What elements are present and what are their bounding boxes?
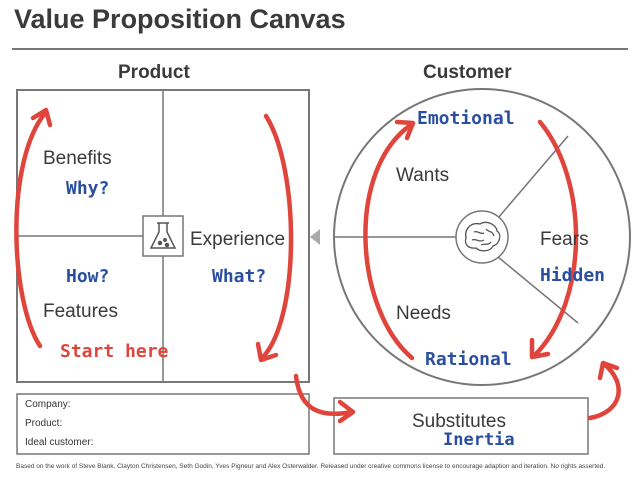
inertia-annotation: Inertia xyxy=(443,430,515,450)
company-field-label: Company: xyxy=(25,399,71,410)
product-field-label: Product: xyxy=(25,418,63,429)
experience-label: Experience xyxy=(190,229,286,250)
customer-header: Customer xyxy=(423,62,512,83)
fit-arrow xyxy=(310,229,320,245)
substitutes-arrow-out xyxy=(587,361,621,421)
page-title: Value Proposition Canvas xyxy=(14,4,346,34)
title-divider xyxy=(12,48,628,50)
product-left-arrowhead xyxy=(30,107,53,128)
needs-label: Needs xyxy=(396,303,451,324)
substitutes-arrow-out-head xyxy=(597,360,620,381)
hidden-annotation: Hidden xyxy=(540,265,606,286)
wants-label: Wants xyxy=(396,165,450,186)
info-box xyxy=(16,393,310,455)
substitutes-box xyxy=(333,397,589,455)
substitutes-arrow-in-head xyxy=(337,399,356,424)
customer-right-arrowhead xyxy=(529,337,551,360)
ideal-customer-field-label: Ideal customer: xyxy=(25,437,94,448)
attribution-footer: Based on the work of Steve Blank, Clayto… xyxy=(16,463,606,470)
substitutes-arrow-in xyxy=(293,373,355,417)
customer-left-arrowhead xyxy=(394,119,416,141)
benefits-label: Benefits xyxy=(43,148,112,169)
why-annotation: Why? xyxy=(66,178,110,199)
brain-icon xyxy=(464,221,501,252)
product-right-arrowhead xyxy=(255,341,279,363)
product-left-arrow xyxy=(14,109,49,349)
fears-label: Fears xyxy=(540,229,589,250)
how-annotation: How? xyxy=(66,266,110,287)
product-header: Product xyxy=(118,62,190,83)
rational-annotation: Rational xyxy=(425,349,512,370)
product-right-arrow xyxy=(259,113,294,361)
what-annotation: What? xyxy=(212,266,267,287)
flask-icon xyxy=(149,222,177,249)
emotional-annotation: Emotional xyxy=(417,108,515,129)
customer-icon-circle xyxy=(455,210,509,264)
start-here-annotation: Start here xyxy=(60,341,169,362)
substitutes-label: Substitutes xyxy=(412,411,506,432)
customer-left-arrow xyxy=(363,121,415,361)
product-icon-box xyxy=(142,215,184,257)
customer-right-arrow xyxy=(531,119,579,359)
features-label: Features xyxy=(43,301,118,322)
